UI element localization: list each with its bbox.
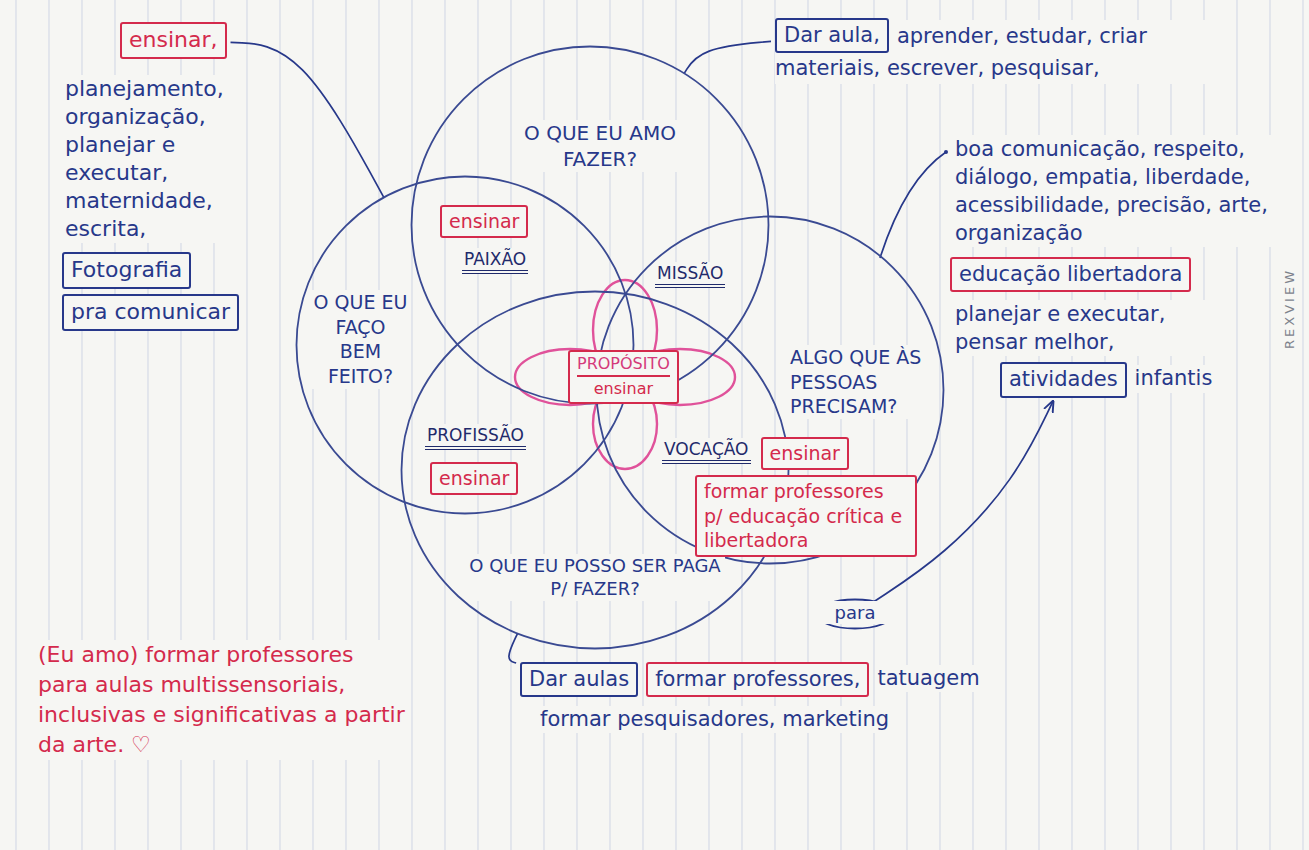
keyword-box: pra comunicar [62,294,239,331]
list-text: infantis [1135,365,1213,392]
connector [684,41,771,73]
circle-question: O QUE EU FAÇO BEM FEITO? [312,290,409,389]
leader-dot [944,150,948,154]
purpose-text: PROPÓSITO [577,354,670,375]
connector [509,634,518,663]
keyword-text: pra comunicar [71,298,230,327]
list-text: formar pesquisadores, marketing [540,706,889,733]
keyword-text: ensinar, [129,26,218,55]
keyword-box: ensinar, [120,22,227,59]
list-text: planejar e executar, pensar melhor, [955,300,1225,356]
keyword-box: Fotografia [62,252,191,289]
keyword-box: ensinar [440,205,528,238]
keyword-text: ensinar [449,209,519,234]
keyword-box: educação libertadora [950,257,1191,292]
keyword-text: Fotografia [71,256,182,285]
stage-label: PROFISSÃO [425,424,526,450]
note-text: (Eu amo) formar professores para aulas m… [38,640,408,760]
keyword-text: formar professores p/ educação crítica e… [704,479,908,553]
vocation-box: formar professores p/ educação crítica e… [695,475,917,557]
purpose-box: PROPÓSITOensinar [568,350,679,404]
watermark: REXVIEW [1282,253,1299,363]
keyword-text: atividades [1009,366,1118,393]
keyword-box: Dar aula, [775,18,889,53]
keyword-box: ensinar [430,462,518,495]
keyword-text: ensinar [439,466,509,491]
shape-outline [297,177,634,514]
keyword-text: para [815,601,895,624]
stage-label: MISSÃO [655,262,725,288]
stage-label: VOCAÇÃO [662,438,751,464]
circle-question: ALGO QUE ÀS PESSOAS PRECISAM? [790,345,932,419]
keyword-box: atividades [1000,362,1127,397]
list-text: tatuagem [877,665,979,692]
keyword-box: formar professores, [646,662,869,697]
keyword-box: Dar aulas [520,662,638,697]
stage-label: PAIXÃO [462,248,528,274]
keyword-text: Dar aula, [784,22,880,49]
keyword-box: ensinar [761,437,849,470]
leader-line [880,152,946,258]
keyword-text: ensinar [770,441,840,466]
circle-question: O QUE EU POSSO SER PAGA P/ FAZER? [465,554,725,601]
keyword-text: formar professores, [655,666,860,693]
circle-question: O QUE EU AMO FAZER? [515,120,685,172]
list-text: planejamento, organização, planejar e ex… [65,75,245,243]
connector [231,42,384,197]
shape-outline [402,292,789,649]
list-text: boa comunicação, respeito, diálogo, empa… [955,135,1275,247]
para-oval: para [815,598,895,630]
keyword-text: Dar aulas [529,666,629,693]
purpose-text: ensinar [577,375,670,400]
keyword-text: educação libertadora [959,261,1182,288]
